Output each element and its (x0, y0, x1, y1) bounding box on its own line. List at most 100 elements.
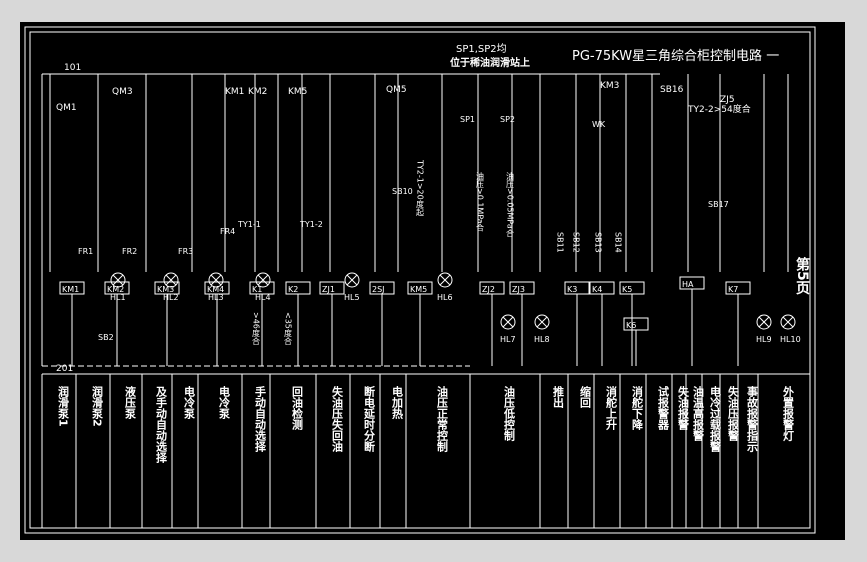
lamp-symbol (163, 272, 179, 288)
top-label: KM3 (600, 81, 619, 91)
misc-label: TY1-1 (237, 220, 261, 229)
lamp-x (257, 274, 269, 286)
page-number: 第5页 (794, 256, 810, 296)
function-label: 及手动自动选择 (155, 386, 168, 464)
function-label: 液压泵 (124, 385, 137, 420)
schematic-diagram: PG-75KW星三角综合柜控制电路 一 SP1,SP2均 位于稀油润滑站上 10… (24, 26, 816, 534)
top-label: SB16 (660, 85, 684, 95)
lamp-symbol (500, 314, 516, 330)
lamp-symbol (437, 272, 453, 288)
lamp-symbol (756, 314, 772, 330)
coil-label: K1 (252, 285, 262, 294)
function-label: 失油压失回油 (331, 385, 344, 453)
lamp-x (439, 274, 451, 286)
top-label: QM5 (386, 85, 407, 95)
function-label: 电冷泵 (183, 385, 196, 420)
misc-label: SP2 (500, 115, 515, 124)
function-label: 缩回 (579, 385, 592, 409)
lamp-symbol (208, 272, 224, 288)
function-label: 失油报警 (677, 385, 691, 431)
misc-label: SB17 (708, 200, 729, 209)
function-label: 事故报警指示 (746, 385, 760, 453)
lamp-label: HL10 (780, 335, 801, 344)
function-label: 润滑泵1 (57, 385, 70, 427)
misc-label: FR3 (178, 247, 193, 256)
lamp-x (112, 274, 124, 286)
function-label: 油温高报警 (692, 385, 706, 442)
function-label: 手动自动选择 (254, 385, 267, 453)
function-label: 电冷泵 (218, 385, 231, 420)
coil-label: 2SJ (372, 285, 385, 294)
lamp-label: HL7 (500, 335, 516, 344)
top-label: TY2-2>54度合 (687, 103, 751, 115)
lamp-x (165, 274, 177, 286)
lamp-symbol (780, 314, 796, 330)
misc-label: SB2 (98, 333, 114, 342)
coil-label: KM1 (62, 285, 79, 294)
lamp-symbol (344, 272, 360, 288)
coil-label: K6 (626, 321, 636, 330)
function-label: 回油检测 (291, 385, 304, 431)
function-table: 润滑泵1 润滑泵2 液压泵 及手动自动选择 电冷泵 电冷泵 手动自动选择 回油检测 失油压失回油… (57, 374, 796, 528)
lamp-label: HL6 (437, 293, 453, 302)
function-label: 推出 (552, 385, 565, 409)
function-label: 油压低控制 (503, 385, 517, 442)
function-label: 电加热 (391, 385, 405, 420)
lamp-label: HL9 (756, 335, 772, 344)
function-label: 油压正常控制 (436, 385, 449, 453)
misc-label: FR1 (78, 247, 93, 256)
misc-label: WK (592, 120, 606, 129)
coil-label: K3 (567, 285, 577, 294)
misc-label: SP1 (460, 115, 475, 124)
coil-label: ZJ2 (482, 285, 495, 294)
top-label: ZJ5 (720, 95, 735, 105)
function-label: 消舵下降 (631, 385, 644, 431)
misc-label: SB10 (392, 187, 413, 196)
lamp-label: HL5 (344, 293, 360, 302)
misc-label: SB14 (614, 232, 623, 253)
function-label: 试报警器 (657, 385, 671, 431)
lamp-label: HL8 (534, 335, 550, 344)
coil-label: K4 (592, 285, 602, 294)
misc-label: >46度合 (252, 312, 261, 346)
note-line-1: SP1,SP2均 (456, 43, 507, 55)
misc-label: SB11 (556, 232, 565, 253)
lamp-label: HL3 (208, 293, 224, 302)
schematic-sheet: PG-75KW星三角综合柜控制电路 一 SP1,SP2均 位于稀油润滑站上 10… (20, 22, 845, 540)
function-label: 电冷过载报警 (709, 385, 723, 453)
coil-label: KM5 (410, 285, 427, 294)
lamp-symbol (255, 272, 271, 288)
misc-label: <35度合 (284, 312, 293, 346)
wire-101-label: 101 (64, 63, 81, 73)
coil-label: KM2 (107, 285, 124, 294)
function-label: 断电延时分断 (363, 385, 377, 453)
lamp-label: HL1 (110, 293, 126, 302)
misc-label: FR4 (220, 227, 235, 236)
misc-label: 油压>0.1MPa合 (476, 171, 485, 233)
coil-label: K2 (288, 285, 298, 294)
lamp-x (758, 316, 770, 328)
misc-label: TY1-2 (299, 220, 323, 229)
coil-label: ZJ3 (512, 285, 525, 294)
lamp-x (502, 316, 514, 328)
top-label: KM1 (225, 87, 244, 97)
lamp-symbol (534, 314, 550, 330)
lamp-label: HL4 (255, 293, 271, 302)
lamp-x (536, 316, 548, 328)
wire-201-label: 201 (56, 364, 73, 374)
top-label: QM1 (56, 103, 77, 113)
function-label: 润滑泵2 (91, 385, 104, 427)
misc-label: FR2 (122, 247, 137, 256)
misc-label: 油压>0.05MPa合 (506, 171, 515, 238)
note-line-2: 位于稀油润滑站上 (450, 56, 530, 69)
coil-label: K5 (622, 285, 632, 294)
coil-label: HA (682, 280, 694, 289)
coil-label: KM4 (207, 285, 224, 294)
misc-label: SB12 (572, 232, 581, 253)
inner-frame (29, 31, 811, 529)
lamp-label: HL2 (163, 293, 179, 302)
coil-label: KM3 (157, 285, 174, 294)
top-label: QM3 (112, 87, 133, 97)
function-label: 外置报警灯 (782, 385, 796, 442)
